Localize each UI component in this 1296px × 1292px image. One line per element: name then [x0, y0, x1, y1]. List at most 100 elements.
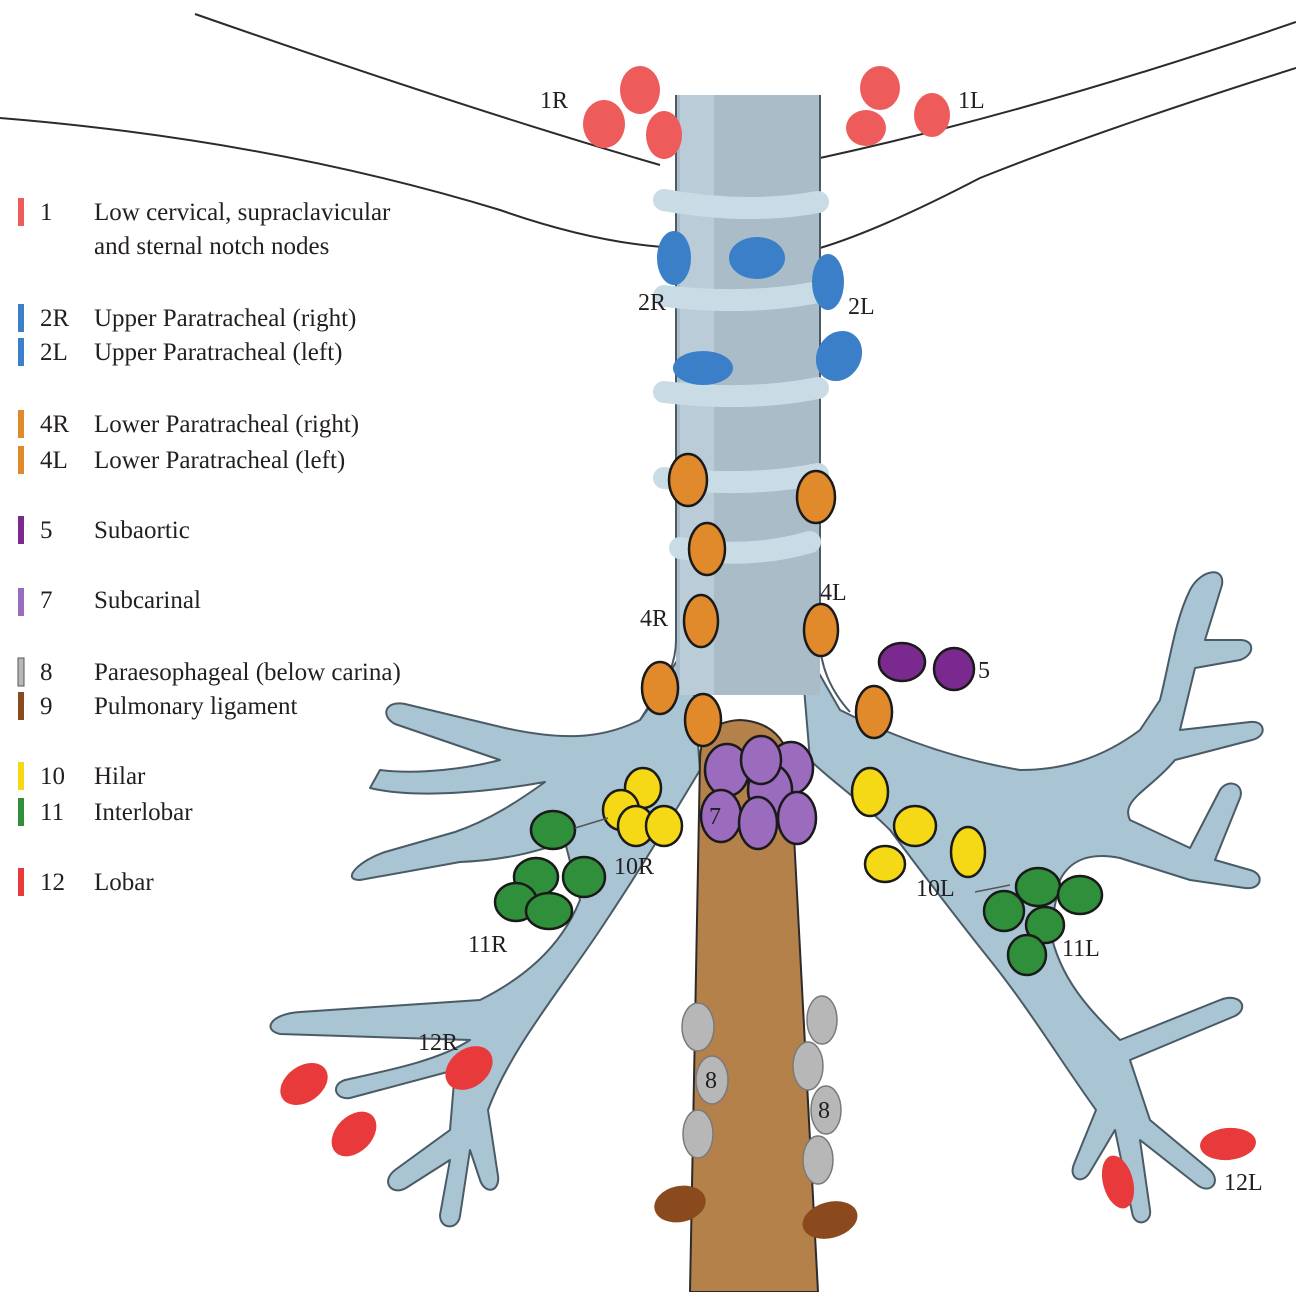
- lymph-node-8: [793, 1042, 823, 1090]
- legend-text-continued: and sternal notch nodes: [94, 233, 329, 260]
- lymph-node-8: [682, 1003, 714, 1051]
- legend-swatch: [18, 658, 24, 686]
- lymph-node-11l: [1008, 935, 1046, 975]
- lymph-node-4r: [684, 595, 718, 647]
- lymph-node-4r: [642, 662, 678, 714]
- legend-text: Lower Paratracheal (right): [94, 411, 359, 438]
- legend-code: 4R: [40, 411, 70, 438]
- legend-code: 2L: [40, 339, 68, 366]
- legend-text: Lobar: [94, 869, 154, 896]
- lymph-node-5: [879, 643, 925, 681]
- lymph-node-7: [701, 790, 741, 842]
- lymph-node-11l: [1016, 868, 1060, 906]
- legend-swatch: [18, 410, 24, 438]
- lymph-node-12r: [323, 1103, 385, 1165]
- legend-code: 9: [40, 693, 53, 720]
- tracheal-ring: [664, 388, 818, 396]
- lymph-node-4l: [797, 471, 835, 523]
- legend-swatch: [18, 762, 24, 790]
- label-10r: 10R: [614, 854, 654, 880]
- station-7-nodes: [701, 736, 816, 849]
- lymph-node-5: [934, 648, 974, 690]
- lymph-node-12r: [272, 1054, 335, 1113]
- legend-swatch: [18, 446, 24, 474]
- legend-text: Upper Paratracheal (left): [94, 339, 342, 366]
- lymph-node-7: [739, 797, 777, 849]
- legend-swatch: [18, 304, 24, 332]
- legend-code: 1: [40, 199, 53, 226]
- legend-text: Low cervical, supraclavicular: [94, 199, 391, 226]
- lymph-node-11l: [984, 891, 1024, 931]
- lymph-node-2r: [673, 351, 733, 385]
- legend-code: 8: [40, 659, 53, 686]
- lymph-node-7: [741, 736, 781, 784]
- label-8a: 8: [705, 1068, 717, 1094]
- label-1l: 1L: [958, 88, 985, 114]
- label-2r: 2R: [638, 290, 666, 316]
- label-1r: 1R: [540, 88, 568, 114]
- legend-text: Upper Paratracheal (right): [94, 305, 356, 332]
- legend-code: 5: [40, 517, 53, 544]
- label-4r: 4R: [640, 606, 668, 632]
- label-10l: 10L: [916, 876, 955, 902]
- lymph-node-10l: [894, 806, 936, 846]
- label-7: 7: [709, 804, 721, 830]
- lymph-node-10l: [852, 768, 888, 816]
- label-12l: 12L: [1224, 1170, 1263, 1196]
- legend-code: 2R: [40, 305, 70, 332]
- label-4l: 4L: [820, 580, 847, 606]
- legend-swatch: [18, 338, 24, 366]
- legend-code: 4L: [40, 447, 68, 474]
- lymph-node-10l: [865, 846, 905, 882]
- legend-text: Subaortic: [94, 517, 190, 544]
- lymph-node-1l: [860, 66, 900, 110]
- lymph-node-4l: [856, 686, 892, 738]
- lymph-node-4r: [669, 454, 707, 506]
- lymph-node-11r: [526, 893, 572, 929]
- lymph-node-11r: [531, 811, 575, 849]
- legend-swatch: [18, 692, 24, 720]
- lymph-node-1r: [646, 111, 682, 159]
- lymph-node-2r: [729, 237, 785, 279]
- legend-swatch: [18, 868, 24, 896]
- label-11l: 11L: [1062, 936, 1100, 962]
- label-12r: 12R: [418, 1030, 458, 1056]
- legend-swatch: [18, 588, 24, 616]
- lymph-node-8: [807, 996, 837, 1044]
- lymph-node-7: [778, 792, 816, 844]
- legend-text: Hilar: [94, 763, 146, 790]
- legend-text: Paraesophageal (below carina): [94, 659, 401, 686]
- lymph-node-1l: [846, 110, 886, 146]
- tracheal-ring: [664, 200, 818, 208]
- legend: 1 Low cervical, supraclavicular and ster…: [18, 198, 401, 896]
- label-2l: 2L: [848, 294, 875, 320]
- legend-code: 7: [40, 587, 53, 614]
- label-5: 5: [978, 658, 990, 684]
- label-11r: 11R: [468, 932, 507, 958]
- lymph-node-2r: [657, 231, 691, 285]
- lymph-node-4r: [689, 523, 725, 575]
- legend-swatch: [18, 516, 24, 544]
- neck-line-left-upper: [195, 14, 660, 165]
- lymph-node-1r: [620, 66, 660, 114]
- legend-text: Subcarinal: [94, 587, 201, 614]
- legend-swatch: [18, 198, 24, 226]
- lymph-node-11r: [563, 857, 605, 897]
- lymph-node-10l: [951, 827, 985, 877]
- lymph-node-4l: [804, 604, 838, 656]
- lymph-node-1r: [583, 100, 625, 148]
- lymph-node-8: [803, 1136, 833, 1184]
- tracheal-ring: [664, 292, 818, 300]
- legend-code: 10: [40, 763, 65, 790]
- lymph-node-11l: [1058, 876, 1102, 914]
- legend-text: Pulmonary ligament: [94, 693, 297, 720]
- lymph-node-1l: [914, 93, 950, 137]
- lymph-node-2l: [812, 254, 844, 310]
- legend-swatch: [18, 798, 24, 826]
- node-station-labels: 1R 1L 2R 2L 4R 4L 5 7 10R 10L 11R 11L 12…: [418, 88, 1263, 1196]
- legend-code: 11: [40, 799, 64, 826]
- lymph-node-8: [683, 1110, 713, 1158]
- legend-text: Interlobar: [94, 799, 193, 826]
- lymph-node-4r: [685, 694, 721, 746]
